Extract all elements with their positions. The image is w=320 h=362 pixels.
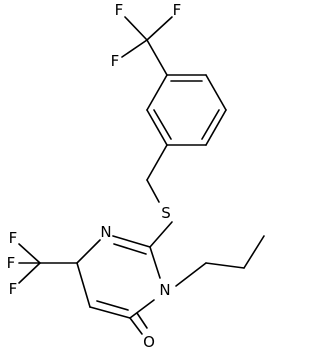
- bond-propyl-2: [205, 262, 245, 269]
- bond-c-f4: [18, 243, 41, 264]
- atom-oxygen: O: [143, 333, 155, 351]
- atom-f-top-lower: F: [111, 52, 120, 70]
- bond-c5-c4-double: [96, 300, 129, 311]
- atom-f-top-left: F: [115, 1, 124, 19]
- bond-ring-6: [146, 74, 168, 111]
- bond-s-c2: [149, 221, 173, 248]
- bond-n1-c6: [76, 239, 101, 264]
- bond-ring-5-inner: [153, 109, 172, 140]
- atom-f-left-bottom: F: [9, 280, 18, 298]
- bond-ring-5: [146, 109, 168, 146]
- bond-c4-n3: [129, 299, 155, 319]
- bond-c-f1: [124, 16, 148, 41]
- bond-c-f6: [18, 262, 41, 284]
- bond-ring-2: [205, 74, 227, 111]
- atom-sulfur: S: [161, 204, 171, 222]
- atom-nitrogen-3: N: [159, 281, 170, 299]
- bond-c-f2: [146, 16, 173, 41]
- molecule-svg: F F F S N N O F F F: [7, 1, 265, 351]
- bond-ring-3-inner: [201, 109, 220, 140]
- bond-ch2-s: [146, 179, 160, 203]
- atom-f-left-mid: F: [7, 254, 16, 272]
- atom-labels: F F F S N N O F F F: [7, 1, 182, 351]
- bond-n3-propyl-1: [175, 262, 207, 287]
- bond-ring-3: [205, 109, 227, 146]
- bonds: [18, 16, 265, 335]
- bond-c-f3: [121, 39, 148, 58]
- structure-diagram: F F F S N N O F F F: [7, 1, 265, 351]
- bond-c5-c4: [89, 306, 131, 319]
- bond-c4-o: [129, 317, 143, 335]
- atom-f-left-top: F: [9, 229, 18, 247]
- bond-ring-ch2: [146, 144, 168, 181]
- bond-n3-c2: [149, 246, 161, 279]
- atom-nitrogen-1: N: [100, 223, 111, 241]
- bond-c4-o-double: [136, 312, 148, 329]
- bond-propyl-3: [243, 235, 265, 269]
- bond-c2-n1: [112, 235, 151, 248]
- atom-f-top-right: F: [173, 1, 182, 19]
- bond-cf3-ring: [146, 39, 168, 76]
- bond-c6-c5: [76, 262, 91, 308]
- bond-c2-n1-double: [113, 243, 147, 255]
